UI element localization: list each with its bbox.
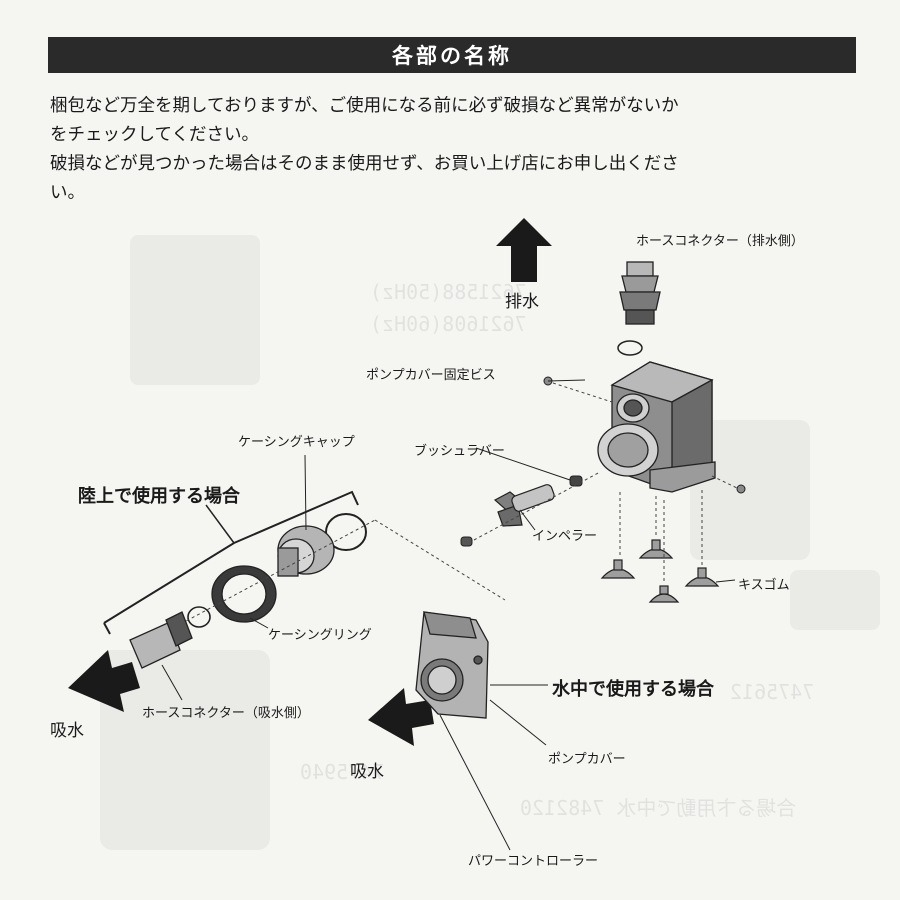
casing-cap-icon	[277, 525, 335, 577]
intro-line-3: 破損などが見つかった場合はそのまま使用せず、お買い上げ店にお申し出くださ	[50, 154, 679, 174]
pump-body-icon	[597, 361, 716, 493]
land-use-bracket	[103, 490, 359, 624]
label-submerged-use: 水中で使用する場合	[552, 679, 714, 700]
outlet-o-ring-icon	[617, 340, 643, 356]
intro-line-1: 梱包など万全を期しておりますが、ご使用になる前に必ず破損など異常がないか	[50, 96, 679, 116]
large-o-ring-icon	[325, 513, 367, 551]
discharge-arrow	[496, 218, 552, 282]
label-bush-rubber: ブッシュラバー	[414, 444, 505, 459]
label-discharge: 排水	[505, 292, 539, 312]
impeller-icon	[493, 484, 555, 527]
label-intake-left: 吸水	[50, 721, 84, 741]
label-pump-cover: ポンプカバー	[548, 752, 626, 767]
label-intake-right: 吸水	[350, 762, 384, 782]
label-pump-cover-screw: ポンプカバー固定ビス	[366, 368, 496, 383]
label-hose-connector-outlet: ホースコネクター（排水側）	[636, 234, 804, 249]
intro-text: 梱包など万全を期しておりますが、ご使用になる前に必ず破損など異常がないか をチェ…	[50, 92, 850, 208]
outlet-hose-connector-icon	[619, 261, 661, 325]
bush-rubber-small-icon	[460, 536, 473, 547]
bush-rubber-icon	[569, 475, 583, 487]
small-o-ring-icon	[187, 606, 211, 628]
suction-cup-icon	[600, 539, 720, 603]
intake-arrow-left	[68, 650, 140, 712]
label-impeller: インペラー	[532, 529, 598, 544]
intake-arrow-right	[368, 688, 434, 746]
label-casing-cap: ケーシングキャップ	[238, 435, 355, 450]
label-hose-connector-inlet: ホースコネクター（吸水側）	[142, 706, 310, 721]
label-suction-cup: キスゴム	[738, 578, 790, 593]
label-casing-ring: ケーシングリング	[268, 628, 372, 643]
background-silhouettes	[100, 235, 880, 850]
pump-cover-icon	[415, 611, 489, 719]
label-land-use: 陸上で使用する場合	[78, 486, 240, 507]
casing-ring-icon	[211, 565, 277, 623]
inlet-hose-connector-icon	[129, 611, 193, 669]
label-power-controller: パワーコントローラー	[468, 854, 599, 869]
intro-line-2: をチェックしてください。	[50, 125, 259, 145]
section-title: 各部の名称	[48, 37, 856, 73]
screw-icon	[543, 376, 746, 494]
intro-line-4: い。	[50, 183, 85, 203]
